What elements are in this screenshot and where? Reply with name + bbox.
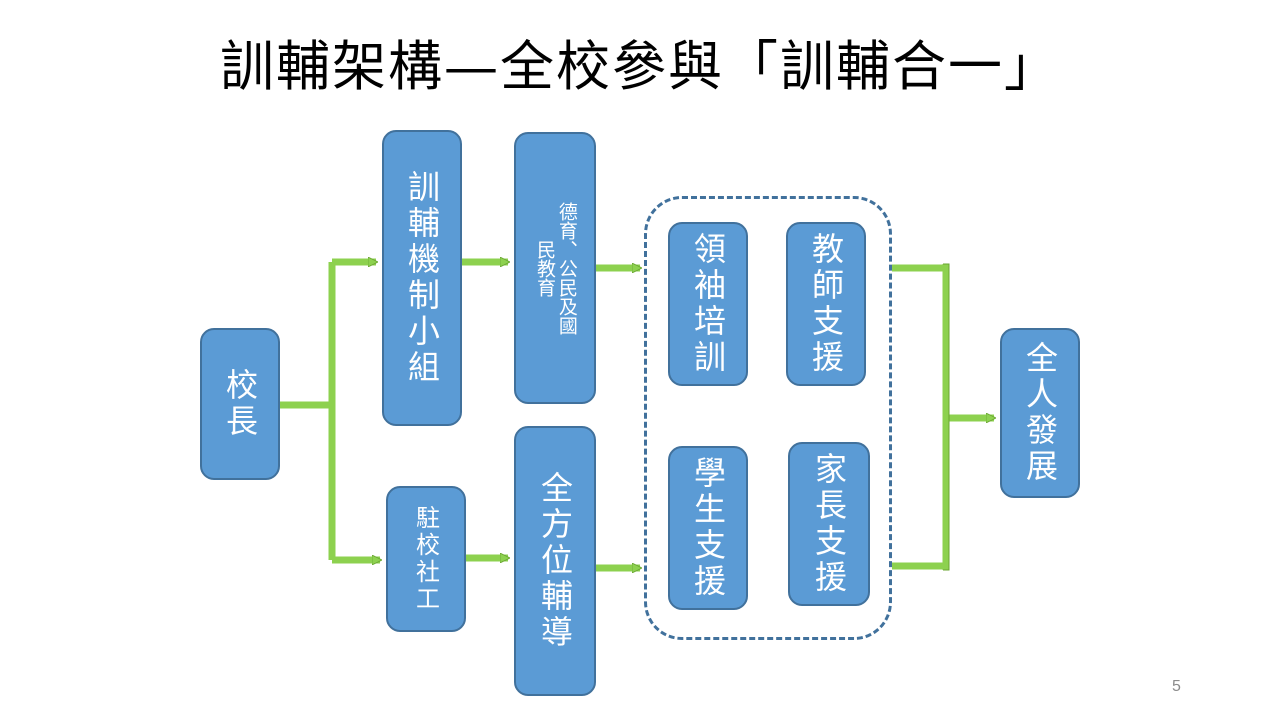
node-committee-label: 訓輔機制小組: [403, 170, 441, 386]
node-civic-education: 德育、公民及國民教育: [514, 132, 596, 404]
node-all-round-guidance-label: 全方位輔導: [536, 471, 574, 651]
node-teacher-support: 教師支援: [786, 222, 866, 386]
node-parent-support-label: 家長支援: [810, 452, 848, 596]
node-parent-support: 家長支援: [788, 442, 870, 606]
node-student-support-label: 學生支援: [689, 456, 727, 600]
slide-title: 訓輔架構—全校參與「訓輔合一」: [220, 35, 1060, 98]
support-group-frame: [644, 196, 892, 640]
node-all-round-guidance: 全方位輔導: [514, 426, 596, 696]
node-civic-education-label: 德育、公民及國民教育: [534, 201, 578, 335]
node-leadership-training: 領袖培訓: [668, 222, 748, 386]
node-principal: 校長: [200, 328, 280, 480]
node-whole-person-development: 全人發展: [1000, 328, 1080, 498]
node-teacher-support-label: 教師支援: [807, 232, 845, 376]
node-student-support: 學生支援: [668, 446, 748, 610]
node-committee: 訓輔機制小組: [382, 130, 462, 426]
page-number: 5: [1172, 678, 1181, 695]
node-principal-label: 校長: [221, 368, 259, 440]
node-social-worker: 駐校社工: [386, 486, 466, 632]
node-leadership-training-label: 領袖培訓: [689, 232, 727, 376]
node-whole-person-development-label: 全人發展: [1021, 341, 1059, 485]
node-social-worker-label: 駐校社工: [411, 505, 440, 613]
